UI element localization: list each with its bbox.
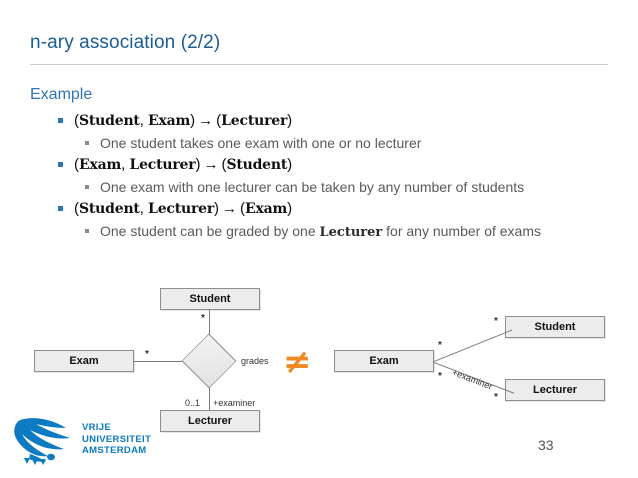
class-name-label: Exam [69,355,99,367]
bullet-level2: One exam with one lecturer can be taken … [80,178,624,197]
tuple-close-paren: ) [190,112,196,129]
role-label-examiner: +examiner [213,398,256,408]
bullet-level1: (Exam, Lecturer)→(Student) [54,154,624,176]
entity-name: Lecturer [129,157,196,173]
role-label-examiner: +examiner [450,367,494,392]
class-box-exam: Exam [34,350,134,372]
class-name-label: Exam [369,355,399,367]
tuple-close-paren: ) [214,200,220,217]
arrow-icon: → [203,156,219,173]
tuple-open-paren: ( [74,156,79,173]
association-line-exam [134,361,182,362]
result-open-paren: ( [240,200,246,217]
bullet-level1: (Student, Exam)→(Lecturer) [54,110,624,132]
tuple-open-paren: ( [74,200,79,217]
entity-name: Student [79,113,140,129]
bullet-level1: (Student, Lecturer)→(Exam) [54,198,624,220]
result-open-paren: ( [216,112,222,129]
entity-name: Student [79,201,140,217]
association-diamond-wrap [181,333,237,389]
multiplicity-exam-bottom: * [438,371,442,382]
class-name-label: Lecturer [187,415,233,427]
class-name-label: Student [534,321,576,333]
multiplicity-student: * [494,316,498,327]
class-box-student: Student [160,288,260,310]
result-close-paren: ) [287,156,293,173]
multiplicity-student: * [201,313,205,324]
class-box-exam: Exam [334,350,434,372]
page-title: n-ary association (2/2) [30,32,221,53]
bullet-list: (Student, Exam)→(Lecturer) One student t… [54,110,624,243]
vu-griffin-icon [14,418,70,465]
entity-name: Student [226,157,288,173]
sub-text-pre: One student can be graded by one [100,223,320,239]
class-box-student: Student [505,316,605,338]
entity-name: Lecturer [148,201,215,217]
association-line-lecturer [209,379,210,410]
entity-name: Lecturer [221,113,288,129]
section-heading: Example [30,86,93,103]
association-line-student [209,310,210,343]
vu-logo-text: VRIJE UNIVERSITEIT AMSTERDAM [82,422,151,457]
bullet-level2: One student takes one exam with one or n… [80,134,624,153]
result-close-paren: ) [287,200,293,217]
logo-line-3: AMSTERDAM [82,445,147,456]
class-box-lecturer: Lecturer [505,379,605,401]
result-close-paren: ) [287,112,293,129]
arrow-icon: → [198,112,214,129]
association-label-grades: grades [241,356,269,366]
class-box-lecturer: Lecturer [160,410,260,432]
entity-name: Exam [79,157,122,173]
tuple-separator: , [139,200,149,217]
tuple-close-paren: ) [195,156,201,173]
entity-name: Lecturer [319,225,383,240]
result-open-paren: ( [221,156,227,173]
uml-diagram-right: Exam Student Lecturer * * * * +examiner [330,300,620,415]
sub-text-post: for any number of exams [382,223,542,239]
arrow-icon: → [222,200,238,217]
bullet-level2: One student can be graded by one Lecture… [80,222,624,242]
multiplicity-lecturer: * [494,392,498,403]
multiplicity-lecturer: 0..1 [185,398,201,408]
multiplicity-exam-top: * [438,340,442,351]
entity-name: Exam [245,201,288,217]
uml-diagram-left: Student Lecturer Exam grades * * 0..1 +e… [30,286,280,436]
logo-line-2: UNIVERSITEIT [82,433,152,445]
tuple-separator: , [139,112,149,129]
tuple-separator: , [121,156,130,173]
class-name-label: Lecturer [532,384,578,396]
logo-line-1: VRIJE [82,422,111,433]
association-line-exam-student [434,329,513,362]
class-name-label: Student [189,293,231,305]
page-number: 33 [538,437,554,453]
vu-amsterdam-logo: VRIJE UNIVERSITEIT AMSTERDAM [10,412,160,470]
multiplicity-exam: * [145,349,149,360]
title-divider [30,64,608,65]
tuple-open-paren: ( [74,112,79,129]
association-diamond [181,333,237,389]
entity-name: Exam [148,113,191,129]
not-equal-icon: ≠ [283,342,312,382]
